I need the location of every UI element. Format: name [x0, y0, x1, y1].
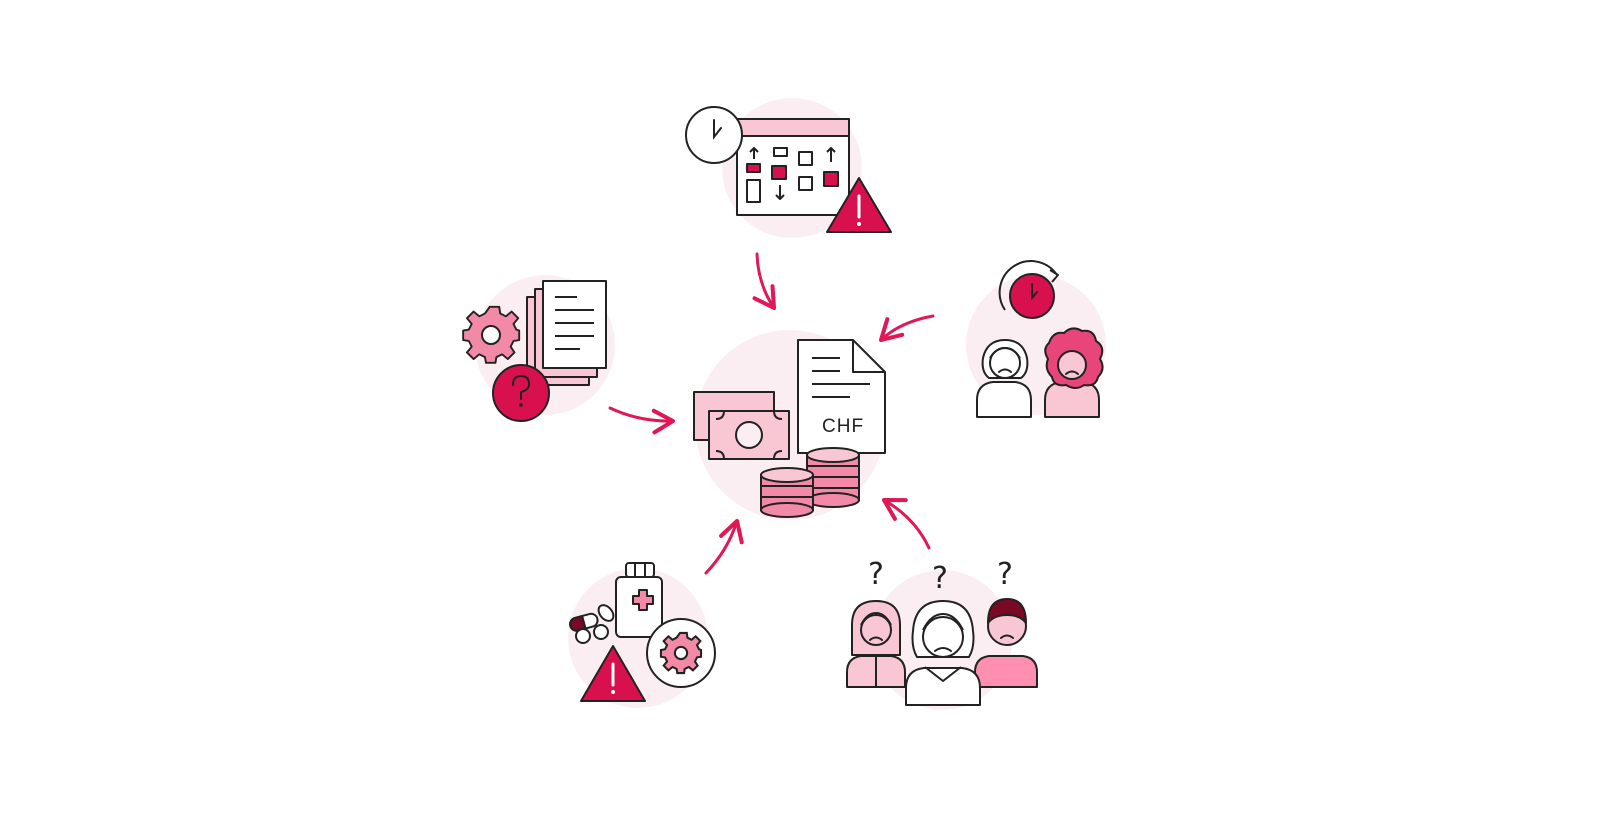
arrow-bottom-right — [881, 497, 931, 550]
gear-icon — [462, 305, 521, 364]
arrow-bottom-left — [704, 518, 744, 575]
document-stack-icon — [526, 280, 607, 386]
svg-text:?: ? — [932, 561, 948, 596]
gear-icon — [646, 618, 716, 688]
arrow-left — [608, 406, 676, 435]
currency-label: CHF — [822, 416, 864, 437]
svg-text:?: ? — [997, 557, 1013, 592]
waiting-time-group — [966, 260, 1106, 418]
invoice-document-icon: CHF — [797, 339, 886, 454]
flow-arrows — [608, 252, 935, 575]
coin-stack-icon — [760, 447, 860, 518]
patient-confusion-group: ? ? ? — [846, 557, 1038, 710]
waiting-clock-icon — [998, 260, 1059, 319]
medication-issue-group — [568, 562, 716, 708]
confused-people-icon — [846, 598, 1038, 706]
svg-text:?: ? — [868, 557, 884, 592]
banknote-icon — [693, 391, 790, 460]
question-icon — [492, 364, 550, 422]
clock-icon — [685, 106, 743, 164]
pills-icon — [569, 604, 615, 644]
arrow-top — [752, 252, 777, 311]
warning-triangle-icon — [826, 177, 892, 233]
process-uncertainty-group — [462, 275, 615, 422]
scheduling-issue-group — [685, 98, 892, 238]
calendar-schedule-icon — [736, 118, 850, 216]
question-mark-icon: ? ? ? — [868, 557, 1013, 596]
medicine-bottle-icon — [615, 562, 663, 638]
unhappy-people-icon — [976, 327, 1104, 418]
warning-triangle-icon — [580, 645, 646, 702]
arrow-right — [878, 314, 935, 343]
central-cost-group: CHF — [693, 330, 886, 520]
